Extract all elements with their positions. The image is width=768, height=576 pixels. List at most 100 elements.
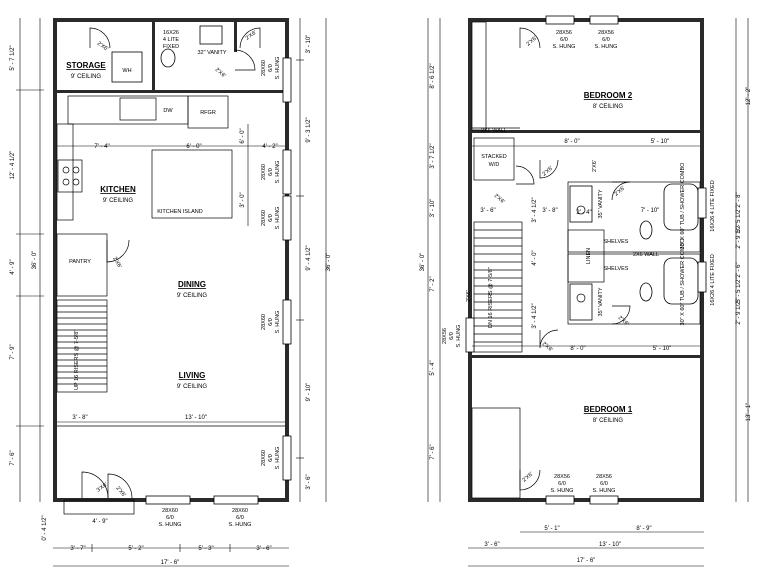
svg-text:7' - 4": 7' - 4": [94, 144, 109, 150]
second-floor-dimension-lines: [427, 18, 749, 567]
svg-text:2'X6': 2'X6': [521, 471, 534, 483]
first-floor-window-labels-bottom: 28X60 6/0 S. HUNG 28X60 6/0 S. HUNG: [159, 508, 252, 528]
svg-text:30" X 60" TUB / SHOWER COMBO: 30" X 60" TUB / SHOWER COMBO: [680, 238, 686, 326]
svg-text:W/D: W/D: [489, 162, 500, 168]
svg-text:28X60: 28X60: [261, 450, 267, 466]
svg-text:2'X6': 2'X6': [96, 41, 109, 53]
svg-text:7' - 6": 7' - 6": [10, 450, 16, 465]
pantry-room: [56, 233, 108, 297]
svg-text:6/0: 6/0: [268, 214, 274, 222]
svg-text:5' - 4": 5' - 4": [430, 360, 436, 375]
svg-text:FIXED: FIXED: [163, 44, 179, 50]
stairs-down-label: DN 16 RISERS @ 7-5/8": [488, 267, 494, 328]
dishwasher-label: DW: [163, 108, 173, 114]
svg-text:36' - 0": 36' - 0": [32, 251, 38, 270]
svg-text:8' - 0": 8' - 0": [570, 346, 585, 352]
first-floor-right-wall: [285, 18, 289, 502]
svg-text:2'X6': 2'X6': [541, 165, 554, 177]
svg-text:13' - 10": 13' - 10": [599, 542, 621, 548]
water-heater: [111, 51, 143, 83]
svg-text:6/0: 6/0: [166, 515, 174, 521]
water-heater-label: WH: [122, 68, 131, 74]
svg-text:35" VANITY: 35" VANITY: [598, 189, 604, 218]
svg-text:0' - 4 1/2": 0' - 4 1/2": [42, 515, 48, 540]
svg-text:6/0: 6/0: [268, 454, 274, 462]
svg-text:35" VANITY: 35" VANITY: [598, 287, 604, 316]
kitchen-room-name: KITCHEN: [100, 185, 136, 194]
svg-text:2'X6': 2'X6': [493, 193, 506, 205]
svg-text:3' - 6": 3' - 6": [480, 208, 495, 214]
living-room-name: LIVING: [179, 371, 206, 380]
svg-text:28X60: 28X60: [261, 164, 267, 180]
svg-text:36' - 0": 36' - 0": [420, 253, 426, 272]
svg-text:S. HUNG: S. HUNG: [456, 325, 462, 348]
svg-text:6/0: 6/0: [449, 332, 455, 340]
bedroom2-name: BEDROOM 2: [584, 91, 633, 100]
svg-text:5' - 5 1/2": 5' - 5 1/2": [736, 207, 742, 232]
svg-text:28X56: 28X56: [556, 30, 572, 36]
svg-text:16X26 4 LITE FIXED: 16X26 4 LITE FIXED: [710, 180, 716, 231]
second-floor-stair-treads: [474, 229, 522, 343]
svg-text:2'X6': 2'X6': [592, 160, 598, 172]
bedroom2-ceiling: 8' CEILING: [593, 104, 623, 110]
svg-text:S. HUNG: S. HUNG: [275, 57, 281, 80]
svg-text:7' - 6": 7' - 6": [430, 444, 436, 459]
kitchen-left-counter: [56, 123, 74, 221]
svg-text:S. HUNG: S. HUNG: [593, 488, 616, 494]
svg-text:6/0: 6/0: [558, 481, 566, 487]
svg-text:8' - 0": 8' - 0": [564, 139, 579, 145]
svg-text:2' - 4": 2' - 4": [576, 210, 591, 216]
second-floor-top-wall: [468, 18, 704, 22]
svg-text:28X56: 28X56: [554, 474, 570, 480]
svg-text:16X26 4 LITE FIXED: 16X26 4 LITE FIXED: [710, 254, 716, 305]
svg-text:5' - 3": 5' - 3": [198, 546, 213, 552]
bedroom1-name: BEDROOM 1: [584, 405, 633, 414]
svg-text:S. HUNG: S. HUNG: [159, 522, 182, 528]
vanity-upper: [569, 185, 593, 223]
svg-text:2' - 6": 2' - 6": [736, 262, 742, 277]
svg-text:13' - 10": 13' - 10": [185, 415, 207, 421]
svg-text:S. HUNG: S. HUNG: [275, 447, 281, 470]
svg-text:3' - 7 1/2": 3' - 7 1/2": [430, 143, 436, 168]
svg-text:28X60: 28X60: [232, 508, 248, 514]
second-floor-window-labels: 28X56 6/0 S. HUNG 28X56 6/0 S. HUNG 28X5…: [442, 30, 617, 494]
svg-text:28X60: 28X60: [162, 508, 178, 514]
svg-text:2'X6': 2'X6': [111, 256, 122, 269]
first-floor-windows-bottom-marks: [145, 495, 259, 505]
svg-text:28X56: 28X56: [442, 328, 448, 344]
svg-text:3' - 6": 3' - 6": [306, 474, 312, 489]
storage-ceiling: 9' CEILING: [71, 74, 101, 80]
svg-text:2' - 9 1/2": 2' - 9 1/2": [736, 223, 742, 248]
svg-text:4' - 0": 4' - 0": [532, 250, 538, 265]
svg-text:6/0: 6/0: [268, 168, 274, 176]
svg-text:2'X6': 2'X6': [541, 341, 554, 353]
stairs-up-label: UP 16 RISERS @ 7-5/8": [74, 330, 80, 390]
kitchen-ceiling: 9' CEILING: [103, 198, 133, 204]
laundry-closet: [473, 137, 515, 181]
second-floor-bottom-wall: [468, 498, 704, 502]
kitchen-sink: [119, 97, 157, 121]
storage-door-swing: [89, 27, 111, 49]
linen-label: LINEN: [586, 248, 592, 264]
svg-text:4' - 9": 4' - 9": [10, 259, 16, 274]
svg-text:2' - 8": 2' - 8": [736, 192, 742, 207]
linen-closet: [567, 229, 605, 283]
dining-room-name: DINING: [178, 280, 206, 289]
svg-text:12' - 2": 12' - 2": [746, 87, 752, 106]
svg-text:3'X6': 3'X6': [96, 482, 109, 494]
svg-text:5' - 10": 5' - 10": [653, 346, 672, 352]
second-floor-plan: BEDROOM 2 8' CEILING BEDROOM 1 8' CEILIN…: [420, 15, 752, 567]
svg-text:9' - 10": 9' - 10": [306, 383, 312, 402]
svg-text:28X60: 28X60: [261, 60, 267, 76]
svg-text:2'X6': 2'X6': [466, 290, 472, 302]
svg-text:4 LITE: 4 LITE: [163, 37, 180, 43]
kitchen-island-label: KITCHEN ISLAND: [157, 209, 203, 215]
svg-text:3' - 8": 3' - 8": [542, 208, 557, 214]
svg-text:28X56: 28X56: [596, 474, 612, 480]
svg-text:S. HUNG: S. HUNG: [595, 44, 618, 50]
pantry-door-swing: [106, 239, 130, 263]
svg-text:2X6 WALL: 2X6 WALL: [633, 252, 659, 258]
svg-text:2'X6': 2'X6': [613, 185, 626, 197]
svg-text:4' - 2": 4' - 2": [262, 144, 277, 150]
